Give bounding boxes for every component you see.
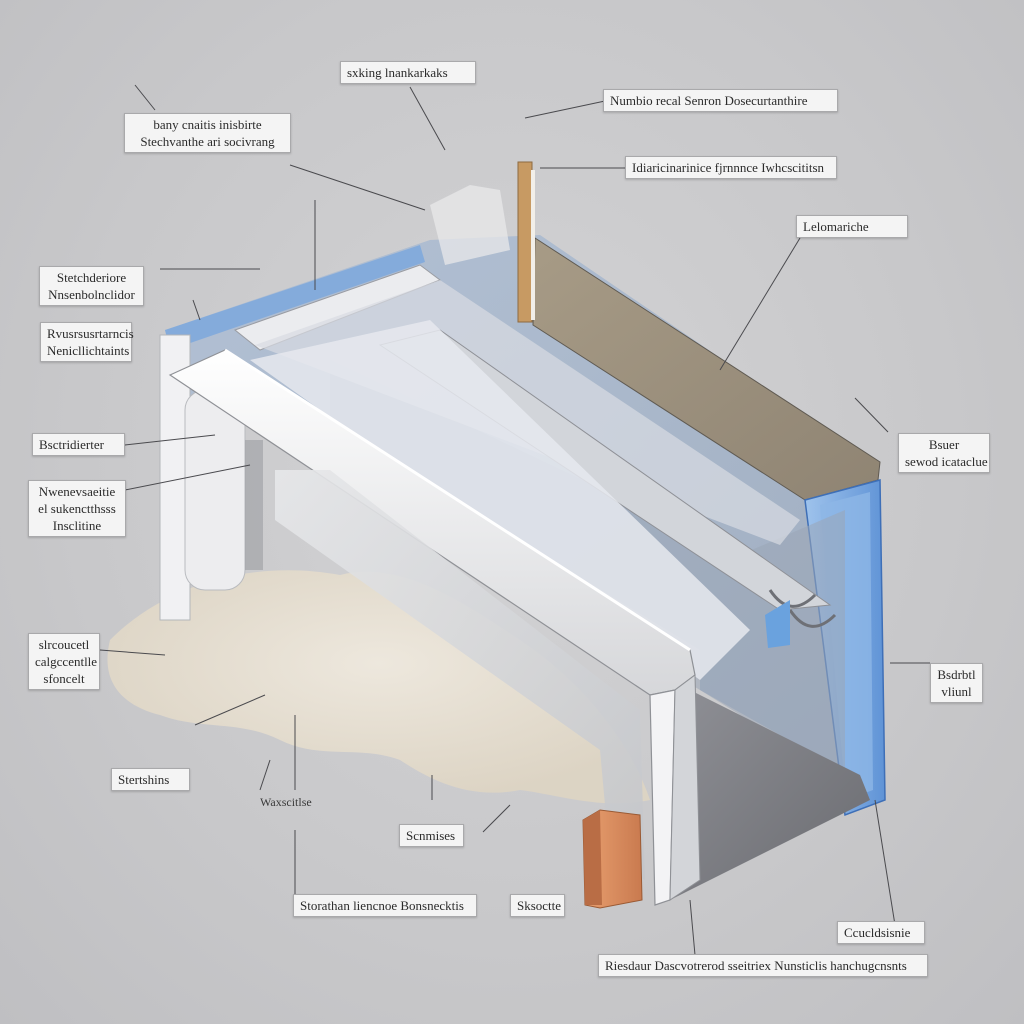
leader-lines: [99, 84, 930, 956]
label-text: Insclitine: [52, 518, 102, 533]
white-frame-profile: [168, 348, 701, 906]
label-bottom-right-2: Riesdaur Dascvotrerod sseitriex Nunsticl…: [598, 954, 928, 977]
label-text: Nenicllichtaints: [47, 343, 130, 358]
front-wall: [670, 690, 870, 900]
vertical-wood-strip: [517, 161, 535, 323]
label-left-2: Rvusrsusrtarncis Nenicllichtaints: [40, 322, 134, 362]
label-text: Stechvanthe ari socivrang: [140, 134, 275, 149]
label-text: Lelomariche: [803, 219, 869, 234]
foam-sealant: [107, 570, 650, 804]
label-text: slrcoucetl: [38, 637, 90, 652]
label-right-4: Bsuer sewod icataclue: [898, 433, 990, 473]
label-left-1: Stetchderiore Nnsenbolnclidor: [39, 266, 144, 306]
label-text: Stetchderiore: [56, 270, 127, 285]
label-top-center: sxking lnankarkaks: [340, 61, 476, 84]
label-text: Ccucldsisnie: [844, 925, 911, 940]
wood-block: [582, 809, 643, 909]
label-right-3: Lelomariche: [796, 215, 908, 238]
label-text: Bsctridierter: [39, 437, 104, 452]
label-bottom-left: Storathan liencnoe Bonsnecktis: [293, 894, 477, 917]
label-text: sxking lnankarkaks: [347, 65, 448, 80]
label-text: Nwenevsaeitie: [38, 484, 116, 499]
label-text: vliunl: [941, 684, 972, 699]
label-bottom-center: Scnmises: [399, 824, 464, 847]
label-top-right-1: Numbio recal Senron Dosecurtanthire: [603, 89, 838, 112]
label-top-left: bany cnaitis inisbirte Stechvanthe ari s…: [124, 113, 291, 153]
top-blue-strip: [165, 245, 425, 350]
label-text: calgccentlle: [35, 654, 98, 669]
label-text: Waxscitlse: [260, 795, 312, 809]
label-text: Sksoctte: [517, 898, 562, 913]
floating-label: Waxscitlse: [260, 795, 312, 810]
label-bottom-right-1: Ccucldsisnie: [837, 921, 925, 944]
label-text: Numbio recal Senron Dosecurtanthire: [610, 93, 808, 108]
label-left-4: Nwenevsaeitie el sukenctthsss Insclitine: [28, 480, 126, 537]
label-right-2: Idiaricinarinice fjrnnnce Iwhcscititsn: [625, 156, 837, 179]
label-text: Stertshins: [118, 772, 170, 787]
label-text: Rvusrsusrtarncis: [47, 326, 134, 341]
label-left-3: Bsctridierter: [32, 433, 125, 456]
label-text: Nnsenbolnclidor: [48, 287, 135, 302]
label-text: el sukenctthsss: [38, 501, 116, 516]
insulation-fill: [250, 320, 750, 680]
label-text: Storathan liencnoe Bonsnecktis: [300, 898, 464, 913]
label-text: Idiaricinarinice fjrnnnce Iwhcscititsn: [632, 160, 825, 175]
label-left-5: slrcoucetl calgccentlle sfoncelt: [28, 633, 100, 690]
label-left-6: Stertshins: [111, 768, 190, 791]
label-text: bany cnaitis inisbirte: [153, 117, 262, 132]
label-text: Bsdrbtl: [937, 667, 976, 682]
label-right-5: Bsdrbtl vliunl: [930, 663, 983, 703]
label-text: Bsuer: [928, 437, 960, 452]
label-text: sfoncelt: [43, 671, 85, 686]
label-text: Riesdaur Dascvotrerod sseitriex Nunsticl…: [605, 958, 907, 973]
label-text: sewod icataclue: [905, 454, 988, 469]
label-text: Scnmises: [406, 828, 456, 843]
label-bottom-mid: Sksoctte: [510, 894, 565, 917]
